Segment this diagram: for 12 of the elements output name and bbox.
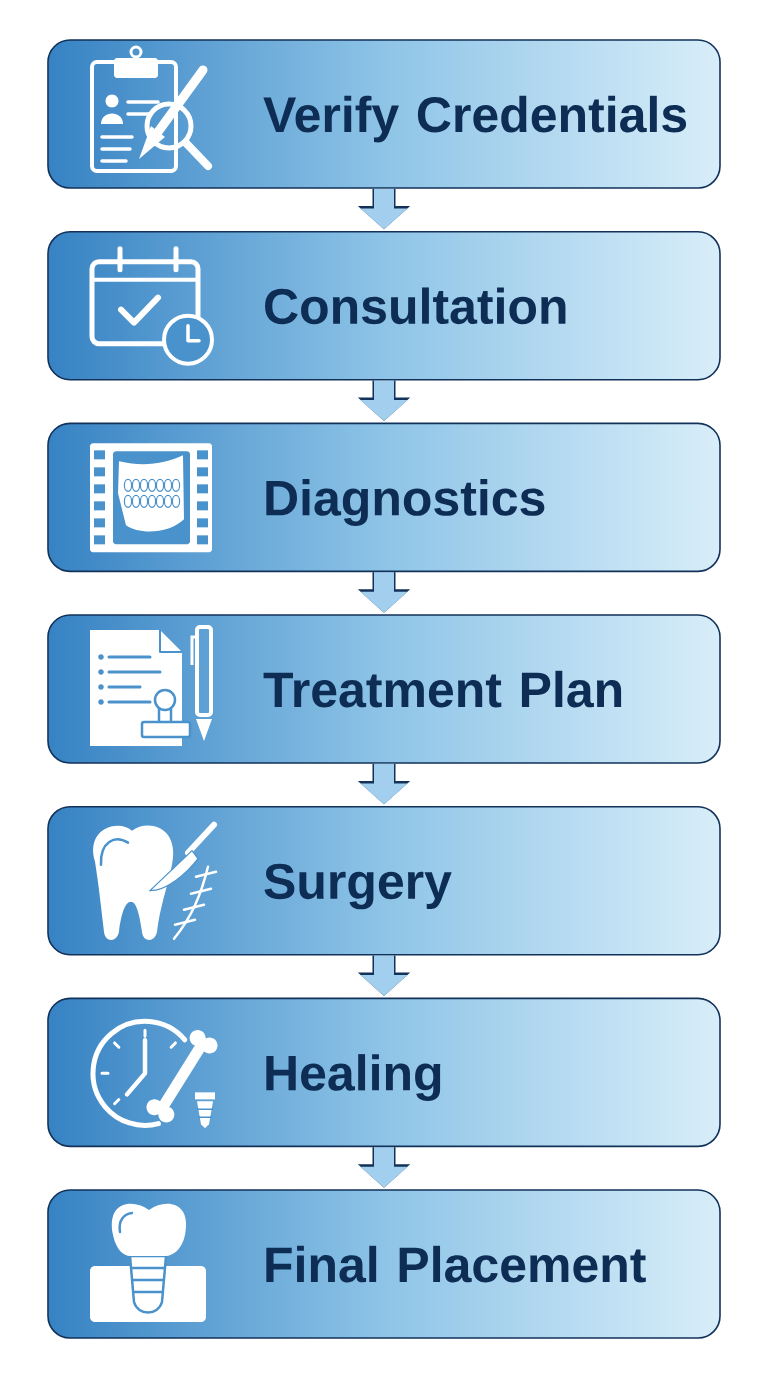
step-title: Healing bbox=[266, 1054, 441, 1101]
step-box bbox=[47, 1189, 721, 1339]
step-box bbox=[47, 230, 721, 381]
step-title: Treatment Plan bbox=[263, 670, 622, 708]
step-title: Consultation bbox=[265, 287, 566, 325]
step-box bbox=[47, 39, 721, 189]
step-box bbox=[47, 997, 721, 1148]
step-title: Surgery bbox=[264, 863, 452, 910]
step-title: Final Placement bbox=[266, 1245, 646, 1283]
step-title: Verify Credentials bbox=[263, 95, 687, 143]
step-box bbox=[47, 805, 721, 956]
step-title: Diagnostics bbox=[266, 479, 545, 526]
